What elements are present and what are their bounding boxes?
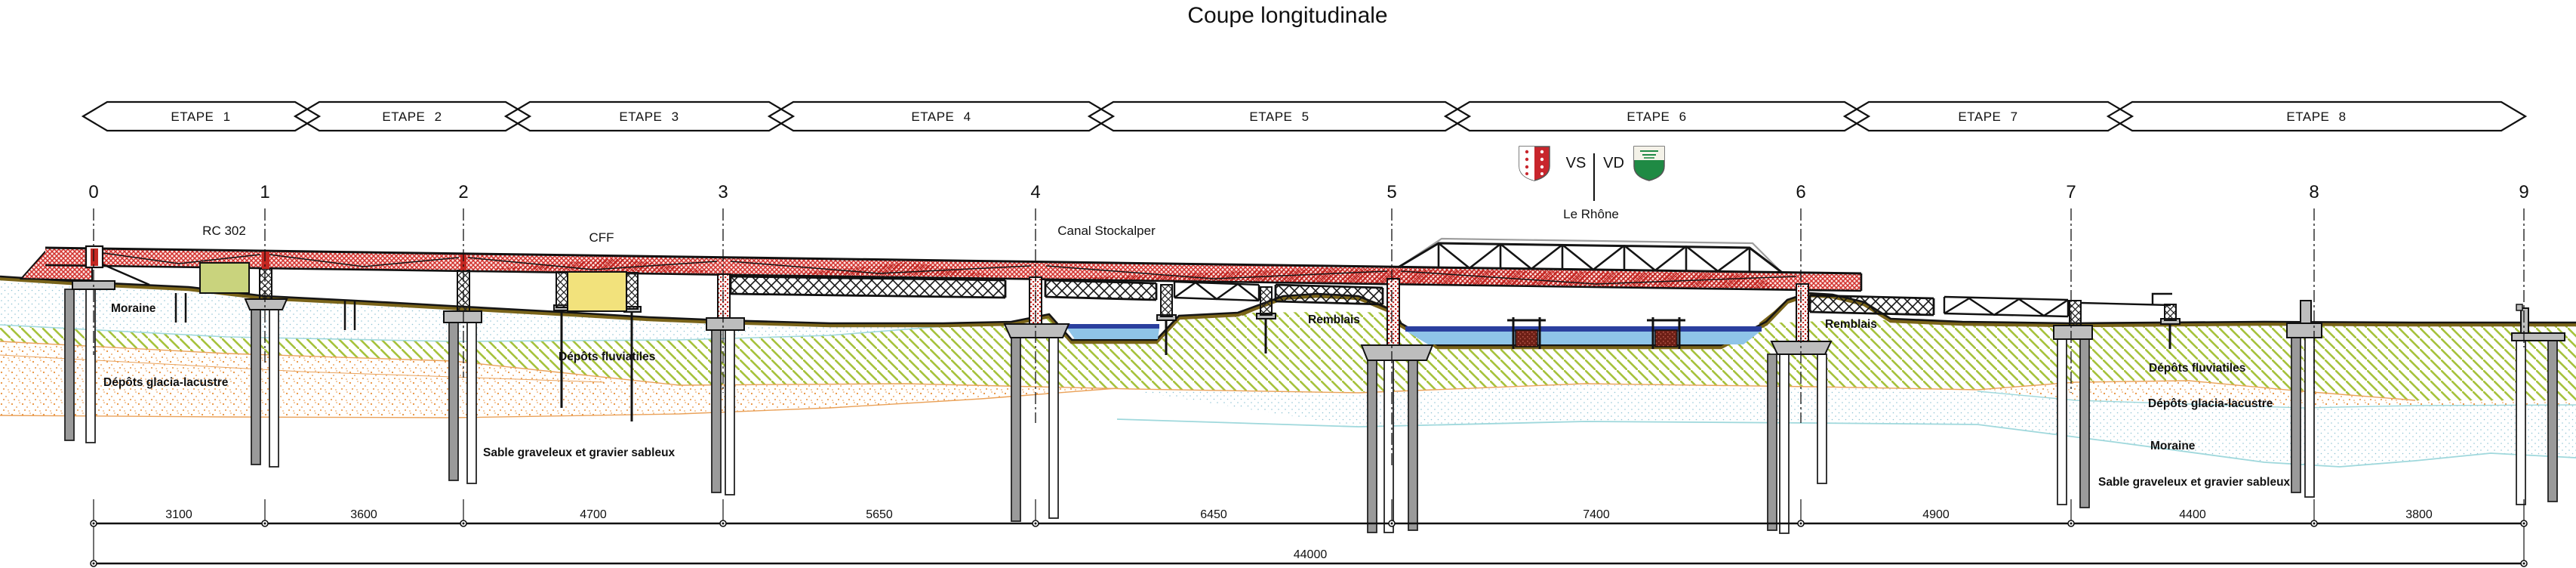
span-3-4-dim: 5650 <box>866 508 893 521</box>
pier-4-label: 4 <box>1030 182 1041 202</box>
etape-3-label: ETAPE 3 <box>619 110 679 124</box>
span-1-2-dim: 3600 <box>350 508 377 521</box>
pier-6-label: 6 <box>1796 182 1806 202</box>
etape-8-label: ETAPE 8 <box>2286 110 2347 124</box>
geo-left-sable-label: Sable graveleux et gravier sableux <box>483 446 676 459</box>
dimension-lines <box>90 499 2528 567</box>
span-7-8-dim: 4400 <box>2179 508 2206 521</box>
geo-left-fluviatiles-label: Dépôts fluviatiles <box>559 350 656 363</box>
pier-7-label: 7 <box>2066 182 2076 202</box>
layer-glacio-right <box>1977 381 2576 408</box>
pier-1-label: 1 <box>260 182 270 202</box>
geo-right-moraine-label: Moraine <box>2150 440 2196 452</box>
layer-glacio-left <box>0 341 1117 418</box>
geo-left-moraine-label: Moraine <box>111 302 156 315</box>
pier-9-label: 9 <box>2519 182 2529 202</box>
geo-left-glacio-label: Dépôts glacia-lacustre <box>103 376 229 389</box>
span-0-1-dim: 3100 <box>165 508 192 521</box>
pier-3-label: 3 <box>718 182 728 202</box>
pier-8-label: 8 <box>2309 182 2319 202</box>
footings <box>72 280 2565 361</box>
span-4-5-dim: 6450 <box>1200 508 1227 521</box>
canton-vs-label: VS <box>1565 155 1587 171</box>
remblais-right-label: Remblais <box>1825 318 1877 331</box>
layer-fluviatiles <box>0 311 2576 400</box>
remblais-left-label: Remblais <box>1308 313 1360 326</box>
rhone-truss <box>1399 237 1782 273</box>
launching-trusses <box>729 275 2172 318</box>
page-title: Coupe longitudinale <box>1187 3 1388 28</box>
span-6-7-dim: 4900 <box>1922 508 1950 521</box>
bridge-deck <box>19 245 1863 292</box>
cofferdam-1 <box>1507 317 1546 349</box>
rc302-box <box>199 262 250 294</box>
canal-stockalper-water <box>1067 324 1159 339</box>
rc302-label: RC 302 <box>202 224 246 238</box>
geo-right-fluviatiles-label: Dépôts fluviatiles <box>2149 362 2246 375</box>
layer-moraine-lower <box>1117 384 2576 467</box>
piles <box>64 289 2558 534</box>
etape-4-label: ETAPE 4 <box>911 110 971 124</box>
geo-right-glacio-label: Dépôts glacia-lacustre <box>2148 397 2273 410</box>
etape-banners <box>81 100 2528 132</box>
etape-1-label: ETAPE 1 <box>171 110 231 124</box>
pier-2-label: 2 <box>458 182 469 202</box>
water <box>1067 317 1762 349</box>
le-rhone-label: Le Rhône <box>1563 207 1619 221</box>
pier-5-label: 5 <box>1386 182 1397 202</box>
cff-label: CFF <box>589 230 614 245</box>
canton-vd-label: VD <box>1603 155 1624 171</box>
pier-0-label: 0 <box>88 182 99 202</box>
pier-columns <box>259 252 2529 346</box>
etape-5-label: ETAPE 5 <box>1249 110 1310 124</box>
span-8-9-dim: 3800 <box>2405 508 2433 521</box>
micropiles <box>174 293 2171 421</box>
canal-stockalper-label: Canal Stockalper <box>1057 224 1156 238</box>
etape-6-label: ETAPE 6 <box>1627 110 1687 124</box>
etape-2-label: ETAPE 2 <box>382 110 442 124</box>
cff-box <box>567 271 627 312</box>
span-5-6-dim: 7400 <box>1583 508 1610 521</box>
rhone-water <box>1405 326 1762 344</box>
etape-7-label: ETAPE 7 <box>1958 110 2018 124</box>
geo-right-sable-label: Sable graveleux et gravier sableux <box>2098 476 2291 489</box>
canton-border <box>1519 146 1665 201</box>
vd-shield <box>1633 146 1665 181</box>
dimension-ticks <box>90 520 2528 567</box>
pier-centerlines <box>93 208 2525 468</box>
total-length-dim: 44000 <box>1293 548 1328 561</box>
cofferdam-2 <box>1647 317 1685 349</box>
vs-shield <box>1519 146 1550 181</box>
span-2-3-dim: 4700 <box>580 508 607 521</box>
